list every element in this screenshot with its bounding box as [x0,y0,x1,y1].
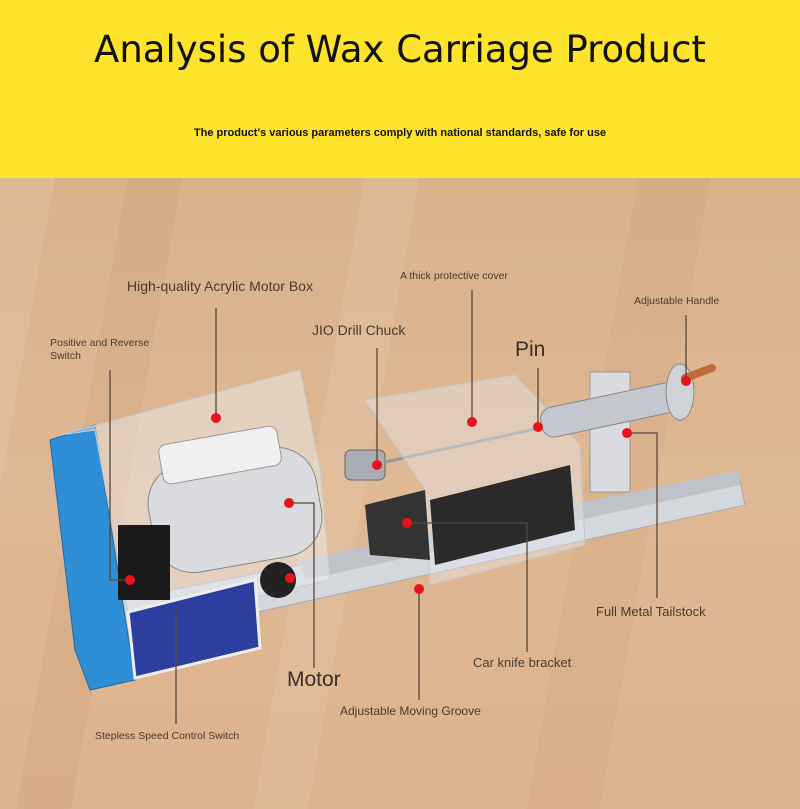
label-adjustable-handle: Adjustable Handle [634,295,720,307]
header-banner: Analysis of Wax Carriage Product The pro… [0,0,800,178]
handle-grip [681,364,716,382]
leader-lines [109,290,687,724]
label-speed-switch: Stepless Speed Control Switch [95,730,240,742]
reverse-switch [118,525,170,600]
speed-knob [260,562,296,598]
knife-bracket [365,490,430,560]
page-title: Analysis of Wax Carriage Product [94,28,706,71]
label-reverse-switch: Positive and Reverse Switch [50,337,150,362]
drill-chuck [344,449,386,481]
nameplate [126,578,262,680]
label-pin: Pin [515,338,546,361]
label-drill-chuck: JIO Drill Chuck [312,322,406,338]
marker-dots [125,376,691,594]
label-protective-cover: A thick protective cover [400,270,508,282]
label-motor: Motor [287,668,341,691]
knife-plate [430,465,575,565]
label-tailstock: Full Metal Tailstock [596,604,706,619]
label-knife-bracket: Car knife bracket [473,655,572,670]
label-motor-box: High-quality Acrylic Motor Box [127,278,313,294]
motor-label [158,425,282,485]
page-subtitle: The product's various parameters comply … [193,127,607,139]
label-moving-groove: Adjustable Moving Groove [340,704,481,718]
